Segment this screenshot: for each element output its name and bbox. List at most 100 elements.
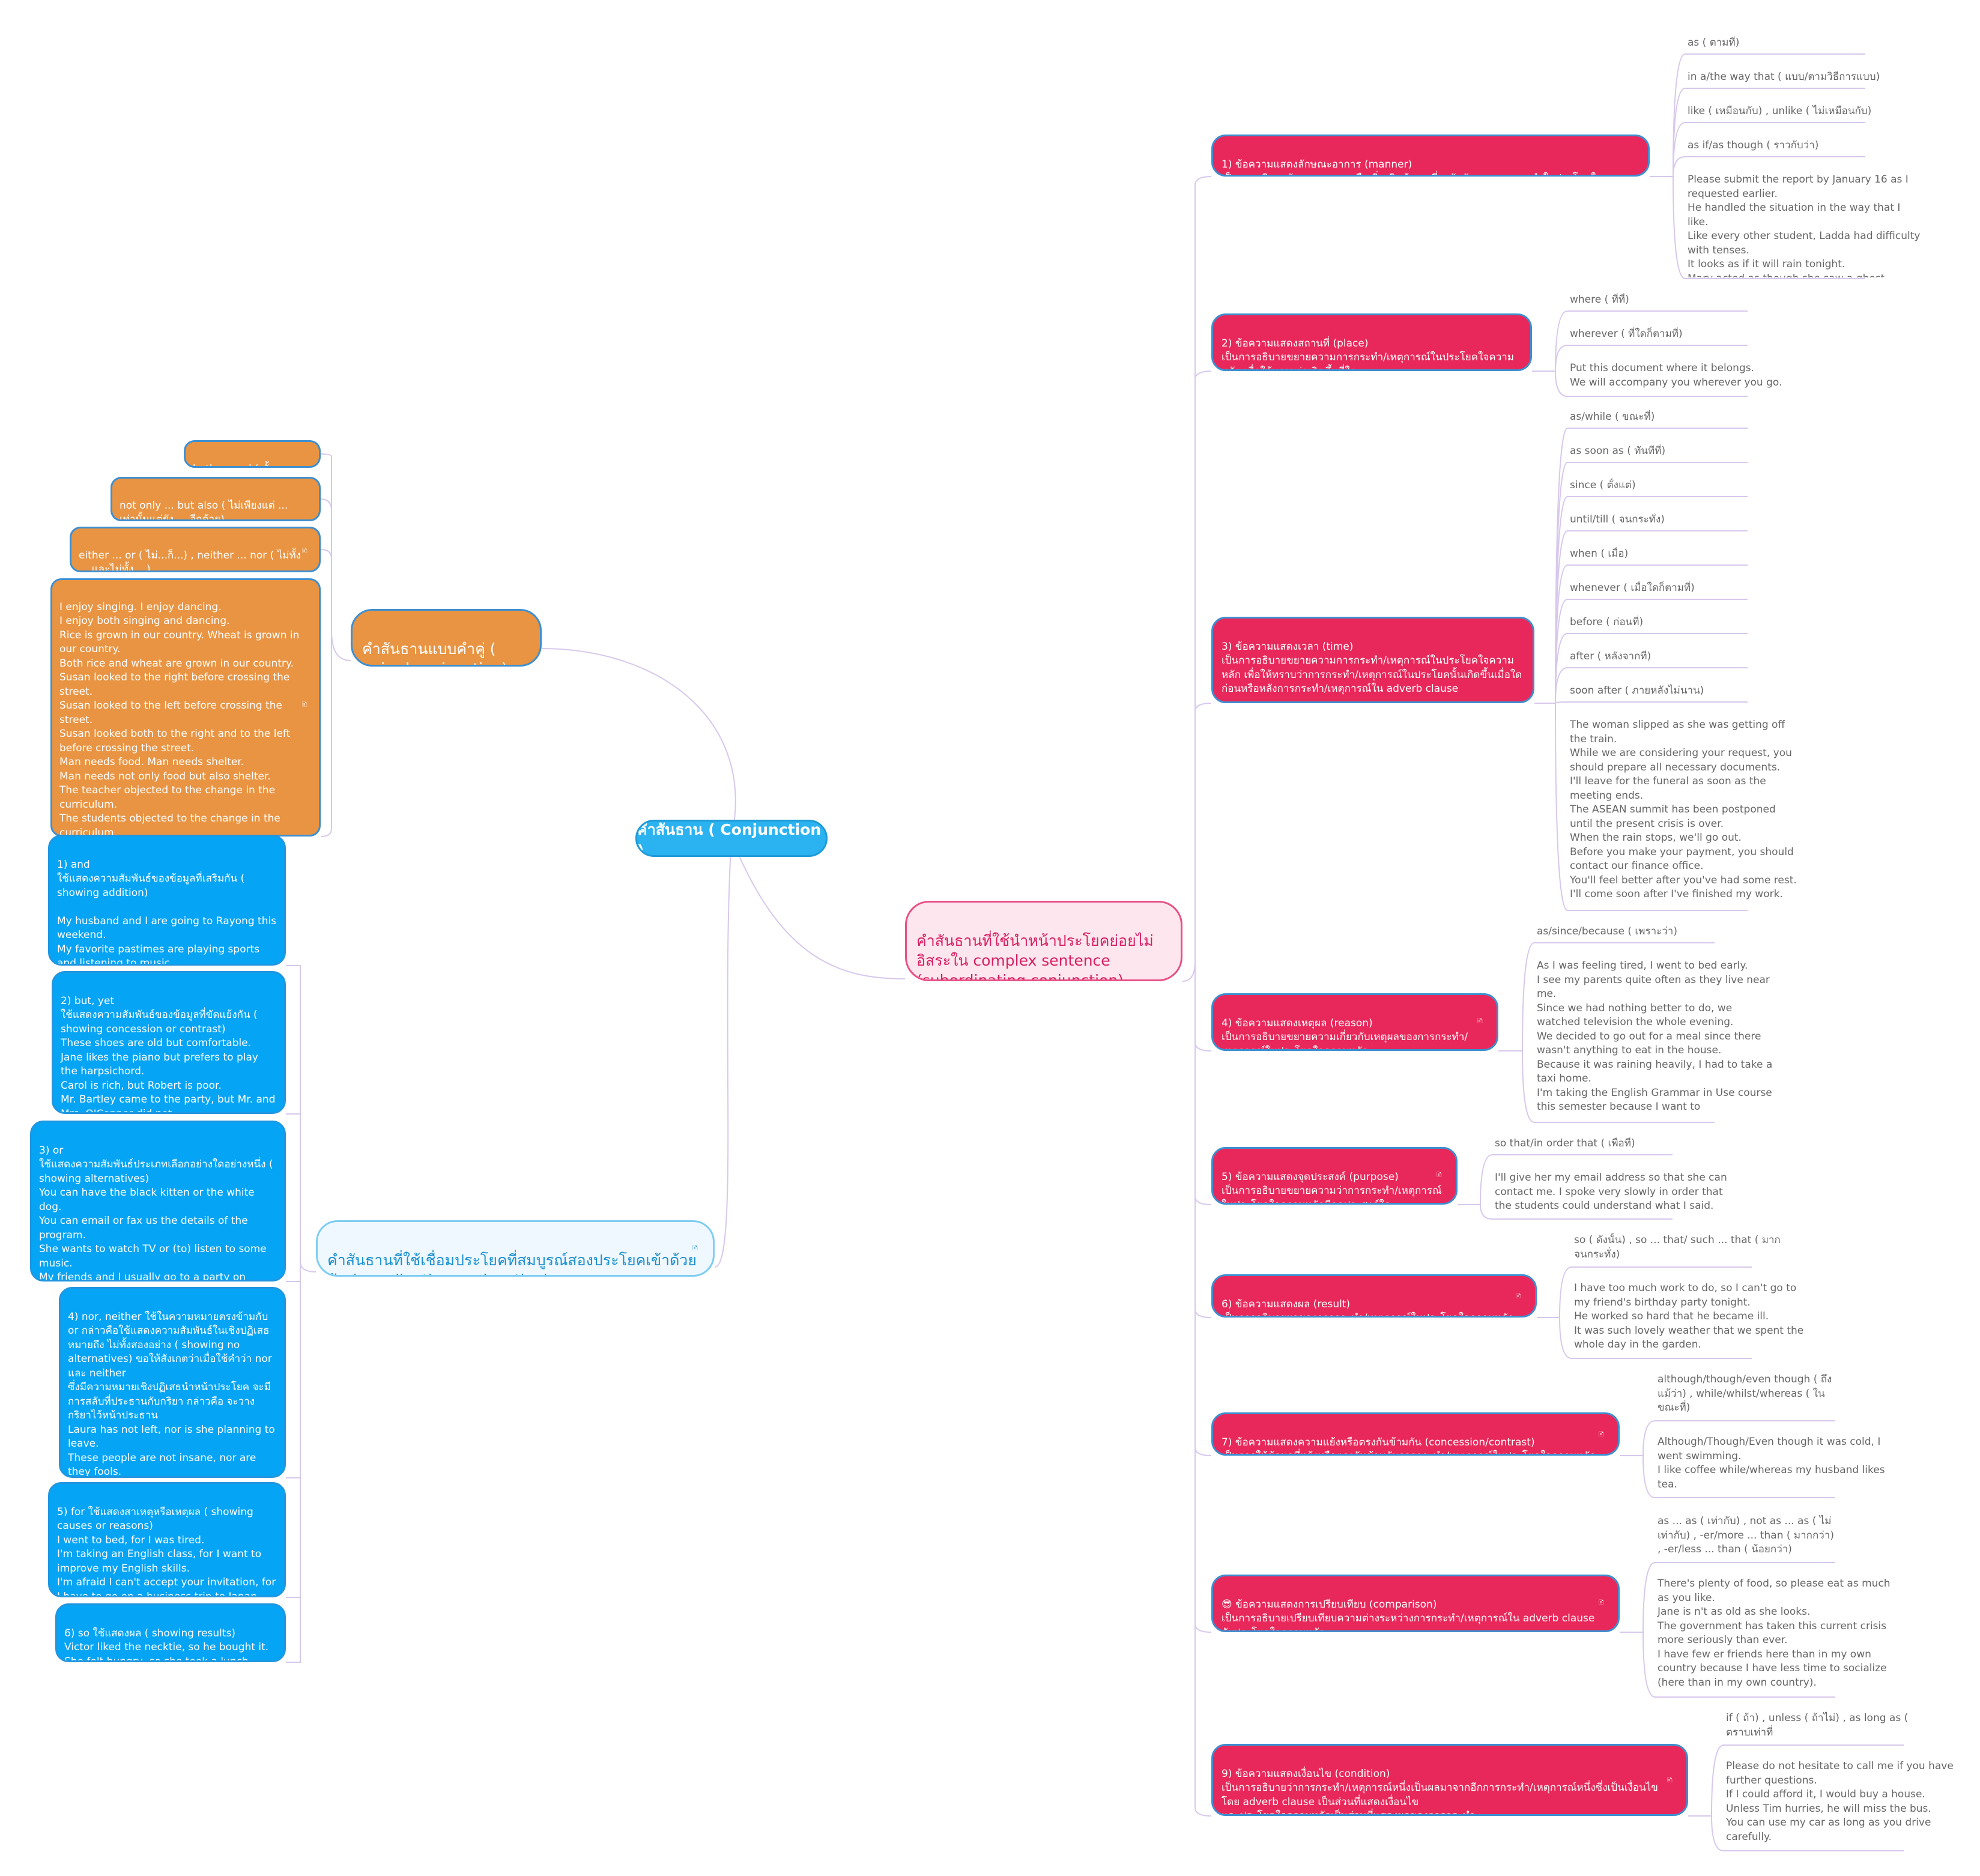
link-result-child-1: [1559, 1266, 1572, 1318]
time-examples: The woman slipped as she was getting off…: [1567, 718, 1803, 909]
link-paired-4: [320, 649, 332, 837]
coord-so[interactable]: 6) so ใช้แสดงผล ( showing results) Victo…: [55, 1603, 286, 1662]
time-child-7: before ( ก่อนที่): [1567, 616, 1772, 632]
purpose-child-1-text: so that/in order that ( เพื่อที่): [1495, 1137, 1635, 1149]
link-coord-4: [286, 1272, 301, 1478]
result-child-1-text: so ( ดังนั้น) , so ... that/ such ... th…: [1574, 1234, 1781, 1260]
concession-child-1-text: although/though/even though ( ถึงแม้ว่า)…: [1658, 1373, 1832, 1414]
concession-child-1: although/though/even though ( ถึงแม้ว่า)…: [1655, 1373, 1839, 1420]
branch-coordinating-conjunction[interactable]: คำสันธานที่ใช้เชื่อมประโยคที่สมบูรณ์สองป…: [316, 1220, 715, 1277]
manner-child-1: as ( ตามที่): [1685, 36, 1925, 53]
sub-condition[interactable]: 9) ข้อความแสดงเงื่อนไข (condition) เป็นก…: [1211, 1744, 1688, 1816]
link-sub-group-2: [1194, 371, 1212, 979]
link-comparison-child-1: [1642, 1562, 1656, 1633]
root-label: คำสันธาน ( Conjunction ): [637, 820, 822, 857]
coord-and[interactable]: 1) and ใช้แสดงความสัมพันธ์ของข้อมูลที่เส…: [48, 835, 286, 966]
sub-result[interactable]: 6) ข้อความแสดงผล (result) เป็นการอธิบายผ…: [1211, 1274, 1537, 1318]
root-node[interactable]: คำสันธาน ( Conjunction ): [635, 820, 828, 857]
paired-item-2[interactable]: not only ... but also ( ไม่เพียงแต่ ... …: [111, 477, 321, 521]
time-child-8-text: after ( หลังจากที่): [1570, 650, 1652, 662]
sub-time[interactable]: 3) ข้อความแสดงเวลา (time) เป็นการอธิบายข…: [1211, 617, 1534, 703]
note-icon: 🗈: [692, 1244, 698, 1252]
reason-examples: As I was feeling tired, I went to bed ea…: [1534, 959, 1779, 1121]
sub-time-label: 3) ข้อความแสดงเวลา (time) เป็นการอธิบายข…: [1222, 640, 1522, 695]
coord-or[interactable]: 3) or ใช้แสดงความสัมพันธ์ประเภทเลือกอย่า…: [30, 1121, 286, 1281]
condition-examples-text: Please do not hesitate to call me if you…: [1726, 1760, 1954, 1843]
branch-subordinating-conjunction[interactable]: คำสันธานที่ใช้นำหน้าประโยคย่อยไม่อิสระใน…: [905, 901, 1182, 981]
note-icon: 🗈: [302, 546, 307, 555]
link-sub-group-3: [1194, 703, 1212, 979]
place-examples-text: Put this document where it belongs. We w…: [1570, 362, 1782, 389]
link-purpose-child-2: [1480, 1204, 1493, 1220]
link-sub-group-4: [1194, 979, 1212, 1051]
place-child-2: wherever ( ที่ใดก็ตามที่): [1567, 327, 1772, 344]
link-coord-trunk: [300, 1260, 316, 1272]
comparison-child-1: as ... as ( เท่ากับ) , not as ... as ( ไ…: [1655, 1514, 1839, 1561]
sub-place-label: 2) ข้อความแสดงสถานที่ (place) เป็นการอธิ…: [1222, 337, 1515, 370]
link-purpose-child-1: [1480, 1154, 1493, 1205]
note-icon: 🗈: [302, 700, 307, 709]
link-paired-2: [320, 498, 332, 511]
link-concession-child-2: [1642, 1455, 1656, 1498]
branch-paired-title: คำสันธานแบบคำคู่ ( paired conjunction): [362, 640, 507, 665]
link-root-coordinating: [714, 837, 732, 1268]
time-child-1-text: as/while ( ขณะที่): [1570, 411, 1655, 423]
time-child-6-text: whenever ( เมื่อใดก็ตามที่): [1570, 582, 1695, 594]
link-coord-6: [286, 1272, 301, 1663]
paired-item-1[interactable]: both ... and ( ทั้ง ... และ ...): [184, 440, 321, 468]
link-paired-3: [320, 549, 332, 559]
manner-child-2-text: in a/the way that ( แบบ/ตามวิธีการแบบ): [1688, 71, 1880, 83]
coord-for-text: 5) for ใช้แสดงสาเหตุหรือเหตุผล ( showing…: [57, 1505, 276, 1597]
link-sub-group-5: [1194, 979, 1212, 1205]
sub-reason[interactable]: 4) ข้อความแสดงเหตุผล (reason) เป็นการอธิ…: [1211, 993, 1498, 1051]
link-manner-child-5: [1673, 176, 1686, 279]
coord-but-yet[interactable]: 2) but, yet ใช้แสดงความสัมพันธ์ของข้อมูล…: [52, 971, 286, 1114]
place-child-1: where ( ที่ที่): [1567, 293, 1772, 310]
time-child-7-text: before ( ก่อนที่): [1570, 616, 1644, 628]
sub-place[interactable]: 2) ข้อความแสดงสถานที่ (place) เป็นการอธิ…: [1211, 313, 1532, 371]
time-child-4-text: until/till ( จนกระทั่ง): [1570, 513, 1665, 525]
link-root-paired: [541, 648, 736, 838]
sub-condition-label: 9) ข้อความแสดงเงื่อนไข (condition) เป็นก…: [1222, 1767, 1658, 1816]
sub-concession[interactable]: 7) ข้อความแสดงความแย้งหรือตรงกันข้ามกัน …: [1211, 1412, 1620, 1456]
sub-result-label: 6) ข้อความแสดงผล (result) เป็นการอธิบายผ…: [1222, 1298, 1514, 1316]
link-result-child-2: [1559, 1317, 1572, 1359]
branch-paired-conjunction[interactable]: คำสันธานแบบคำคู่ ( paired conjunction): [351, 609, 542, 667]
link-comparison-child-2: [1642, 1632, 1656, 1698]
note-icon: 🗈: [1516, 1292, 1521, 1300]
result-child-1: so ( ดังนั้น) , so ... that/ such ... th…: [1572, 1233, 1788, 1266]
link-sub-group-9: [1194, 979, 1212, 1817]
comparison-examples: There's plenty of food, so please eat as…: [1655, 1577, 1899, 1696]
paired-item-3[interactable]: either ... or ( ไม่...ก็...) , neither .…: [70, 527, 321, 572]
sub-comparison[interactable]: 😎 ข้อความแสดงการเปรียบเทียบ (comparison)…: [1211, 1575, 1620, 1632]
link-sub-group-1: [1194, 176, 1212, 979]
time-child-3: since ( ตั้งแต่): [1567, 479, 1772, 495]
result-examples: I have too much work to do, so I can't g…: [1572, 1281, 1814, 1357]
link-root-subordinating: [731, 837, 906, 979]
coord-nor-neither-text: 4) nor, neither ใช้ในความหมายตรงข้ามกับ …: [68, 1310, 275, 1478]
coord-for[interactable]: 5) for ใช้แสดงสาเหตุหรือเหตุผล ( showing…: [48, 1482, 286, 1597]
manner-examples: Please submit the report by January 16 a…: [1685, 173, 1925, 277]
link-time-child-10: [1555, 703, 1568, 911]
paired-examples[interactable]: I enjoy singing. I enjoy dancing. I enjo…: [50, 578, 321, 837]
coord-nor-neither[interactable]: 4) nor, neither ใช้ในความหมายตรงข้ามกับ …: [59, 1287, 286, 1478]
link-sub-group-6: [1194, 979, 1212, 1318]
paired-examples-text: I enjoy singing. I enjoy dancing. I enjo…: [59, 601, 300, 837]
link-time-child-9: [1555, 701, 1568, 704]
manner-examples-text: Please submit the report by January 16 a…: [1688, 174, 1921, 277]
sub-manner[interactable]: 1) ข้อความแสดงลักษณะอาการ (manner) เป็นก…: [1211, 135, 1650, 177]
time-child-8: after ( หลังจากที่): [1567, 650, 1772, 667]
link-coord-1: [286, 965, 301, 1272]
paired-item-3-text: either ... or ( ไม่...ก็...) , neither .…: [79, 549, 301, 572]
time-child-3-text: since ( ตั้งแต่): [1570, 479, 1636, 491]
time-child-2-text: as soon as ( ทันทีที่): [1570, 445, 1666, 457]
link-sub-group-8: [1194, 979, 1212, 1633]
sub-purpose[interactable]: 5) ข้อความแสดงจุดประสงค์ (purpose) เป็นก…: [1211, 1147, 1458, 1205]
time-child-2: as soon as ( ทันทีที่): [1567, 444, 1772, 461]
link-place-child-3: [1555, 371, 1568, 397]
place-child-1-text: where ( ที่ที่): [1570, 294, 1629, 306]
manner-child-4-text: as if/as though ( ราวกับว่า): [1688, 139, 1819, 151]
link-condition-child-1: [1711, 1744, 1724, 1817]
paired-item-1-text: both ... and ( ทั้ง ... และ ...): [193, 463, 308, 467]
